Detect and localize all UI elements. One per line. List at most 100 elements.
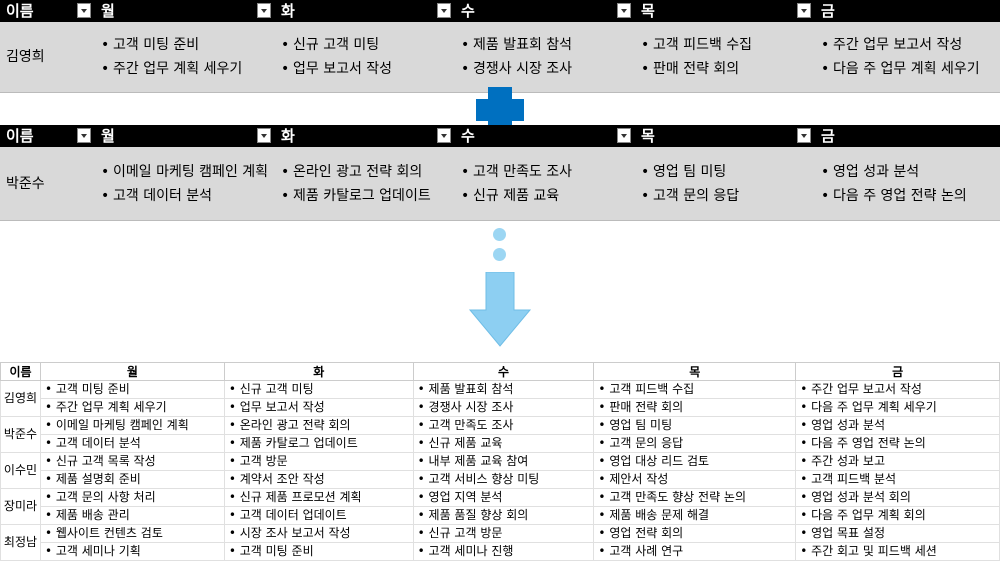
task-cell[interactable]: 고객 미팅 준비: [223, 542, 414, 561]
header-wed: 수: [455, 125, 635, 147]
column-header: 월: [39, 362, 225, 381]
day-cell: 제품 발표회 참석 경쟁사 시장 조사: [455, 22, 635, 92]
task-cell[interactable]: 고객 미팅 준비: [39, 380, 225, 399]
task-cell[interactable]: 신규 고객 목록 작성: [39, 452, 225, 471]
task-item: 다음 주 업무 계획 세우기: [819, 57, 996, 81]
task-cell[interactable]: 고객 문의 응답: [593, 434, 797, 453]
task-item: 주간 업무 계획 세우기: [99, 57, 271, 81]
day-cell: 온라인 광고 전략 회의 제품 카탈로그 업데이트: [275, 147, 455, 220]
task-cell[interactable]: 제품 발표회 참석: [412, 380, 595, 399]
person-name-cell[interactable]: 장미라: [0, 488, 41, 525]
task-cell[interactable]: 웹사이트 컨텐츠 검토: [39, 524, 225, 543]
person-name-cell[interactable]: 최정남: [0, 524, 41, 561]
day-cell: 영업 성과 분석 다음 주 영업 전략 논의: [815, 147, 1000, 220]
task-cell[interactable]: 신규 제품 프로모션 계획: [223, 488, 414, 507]
header-name: 이름: [0, 0, 95, 22]
task-cell[interactable]: 고객 데이터 분석: [39, 434, 225, 453]
table-header-row: 이름 월 화 수 목 금: [0, 362, 1000, 381]
header-label: 목: [641, 127, 655, 145]
task-cell[interactable]: 영업 목표 설정: [795, 524, 1000, 543]
dropdown-filter-icon[interactable]: [77, 3, 91, 18]
person-name-cell[interactable]: 이수민: [0, 452, 41, 489]
task-cell[interactable]: 경쟁사 시장 조사: [412, 398, 595, 417]
task-cell[interactable]: 온라인 광고 전략 회의: [223, 416, 414, 435]
task-cell[interactable]: 영업 지역 분석: [412, 488, 595, 507]
task-cell[interactable]: 영업 성과 분석 회의: [795, 488, 1000, 507]
task-cell[interactable]: 제안서 작성: [593, 470, 797, 489]
header-label: 이름: [6, 2, 34, 20]
task-cell[interactable]: 다음 주 업무 계획 세우기: [795, 398, 1000, 417]
header-label: 수: [461, 127, 475, 145]
task-cell[interactable]: 내부 제품 교육 참여: [412, 452, 595, 471]
header-label: 화: [281, 2, 295, 20]
header-row: 이름 월 화 수 목 금: [0, 0, 1000, 22]
person-name: 박준수: [6, 175, 45, 192]
task-cell[interactable]: 계약서 조안 작성: [223, 470, 414, 489]
task-cell[interactable]: 제품 설명회 준비: [39, 470, 225, 489]
task-cell[interactable]: 고객 방문: [223, 452, 414, 471]
column-header: 수: [412, 362, 595, 381]
task-cell[interactable]: 시장 조사 보고서 작성: [223, 524, 414, 543]
task-cell[interactable]: 고객 만족도 조사: [412, 416, 595, 435]
dropdown-filter-icon[interactable]: [797, 3, 811, 18]
task-cell[interactable]: 신규 제품 교육: [412, 434, 595, 453]
task-item: 고객 피드백 수집: [639, 33, 811, 57]
task-cell[interactable]: 고객 세미나 진행: [412, 542, 595, 561]
task-cell[interactable]: 이메일 마케팅 캠페인 계획: [39, 416, 225, 435]
table-row: 제품 배송 관리고객 데이터 업데이트제품 품질 향상 회의제품 배송 문제 해…: [1, 506, 1000, 525]
body-row: 박준수 이메일 마케팅 캠페인 계획 고객 데이터 분석 온라인 광고 전략 회…: [0, 147, 1000, 221]
task-cell[interactable]: 영업 팀 미팅: [593, 416, 797, 435]
task-cell[interactable]: 제품 카탈로그 업데이트: [223, 434, 414, 453]
person-name-cell[interactable]: 박준수: [0, 416, 41, 453]
dropdown-filter-icon[interactable]: [77, 128, 91, 143]
task-cell[interactable]: 주간 회고 및 피드백 세션: [795, 542, 1000, 561]
task-cell[interactable]: 제품 배송 관리: [39, 506, 225, 525]
task-cell[interactable]: 영업 성과 분석: [795, 416, 1000, 435]
task-cell[interactable]: 고객 만족도 향상 전략 논의: [593, 488, 797, 507]
dropdown-filter-icon[interactable]: [257, 3, 271, 18]
task-cell[interactable]: 고객 문의 사항 처리: [39, 488, 225, 507]
task-cell[interactable]: 주간 업무 보고서 작성: [795, 380, 1000, 399]
task-cell[interactable]: 영업 전략 회의: [593, 524, 797, 543]
task-cell[interactable]: 고객 사례 연구: [593, 542, 797, 561]
dropdown-filter-icon[interactable]: [257, 128, 271, 143]
task-cell[interactable]: 신규 고객 방문: [412, 524, 595, 543]
dropdown-filter-icon[interactable]: [617, 3, 631, 18]
task-cell[interactable]: 판매 전략 회의: [593, 398, 797, 417]
task-cell[interactable]: 업무 보고서 작성: [223, 398, 414, 417]
table-row: 박준수이메일 마케팅 캠페인 계획온라인 광고 전략 회의고객 만족도 조사영업…: [0, 416, 1000, 453]
task-cell[interactable]: 다음 주 업무 계획 회의: [795, 506, 1000, 525]
task-cell[interactable]: 다음 주 영업 전략 논의: [795, 434, 1000, 453]
schedule-card-2: 이름 월 화 수 목 금 박준수 이메일 마케팅 캠페인 계획 고객 데이터 분…: [0, 125, 1000, 221]
task-item: 제품 발표회 참석: [459, 33, 631, 57]
task-cell[interactable]: 고객 피드백 분석: [795, 470, 1000, 489]
task-item: 다음 주 영업 전략 논의: [819, 184, 996, 208]
task-item: 주간 업무 보고서 작성: [819, 33, 996, 57]
task-cell[interactable]: 신규 고객 미팅: [223, 380, 414, 399]
task-cell[interactable]: 고객 세미나 기획: [39, 542, 225, 561]
dropdown-filter-icon[interactable]: [797, 128, 811, 143]
task-cell[interactable]: 주간 성과 보고: [795, 452, 1000, 471]
task-cell[interactable]: 영업 대상 리드 검토: [593, 452, 797, 471]
task-item: 이메일 마케팅 캠페인 계획: [99, 160, 271, 184]
task-cell[interactable]: 제품 배송 문제 해결: [593, 506, 797, 525]
dropdown-filter-icon[interactable]: [437, 128, 451, 143]
task-cell[interactable]: 제품 품질 향상 회의: [412, 506, 595, 525]
header-row: 이름 월 화 수 목 금: [0, 125, 1000, 147]
column-header: 금: [795, 362, 1000, 381]
task-item: 영업 팀 미팅: [639, 160, 811, 184]
dropdown-filter-icon[interactable]: [617, 128, 631, 143]
day-cell: 신규 고객 미팅 업무 보고서 작성: [275, 22, 455, 92]
task-cell[interactable]: 고객 서비스 향상 미팅: [412, 470, 595, 489]
table-row: 고객 데이터 분석제품 카탈로그 업데이트신규 제품 교육고객 문의 응답다음 …: [1, 434, 1000, 453]
task-cell[interactable]: 주간 업무 계획 세우기: [39, 398, 225, 417]
dropdown-filter-icon[interactable]: [437, 3, 451, 18]
task-cell[interactable]: 고객 피드백 수집: [593, 380, 797, 399]
person-name-cell[interactable]: 김영희: [0, 380, 41, 417]
task-cell[interactable]: 고객 데이터 업데이트: [223, 506, 414, 525]
header-label: 수: [461, 2, 475, 20]
task-item: 판매 전략 회의: [639, 57, 811, 81]
table-row: 최정남웹사이트 컨텐츠 검토시장 조사 보고서 작성신규 고객 방문영업 전략 …: [0, 524, 1000, 561]
task-item: 고객 문의 응답: [639, 184, 811, 208]
header-mon: 월: [95, 0, 275, 22]
